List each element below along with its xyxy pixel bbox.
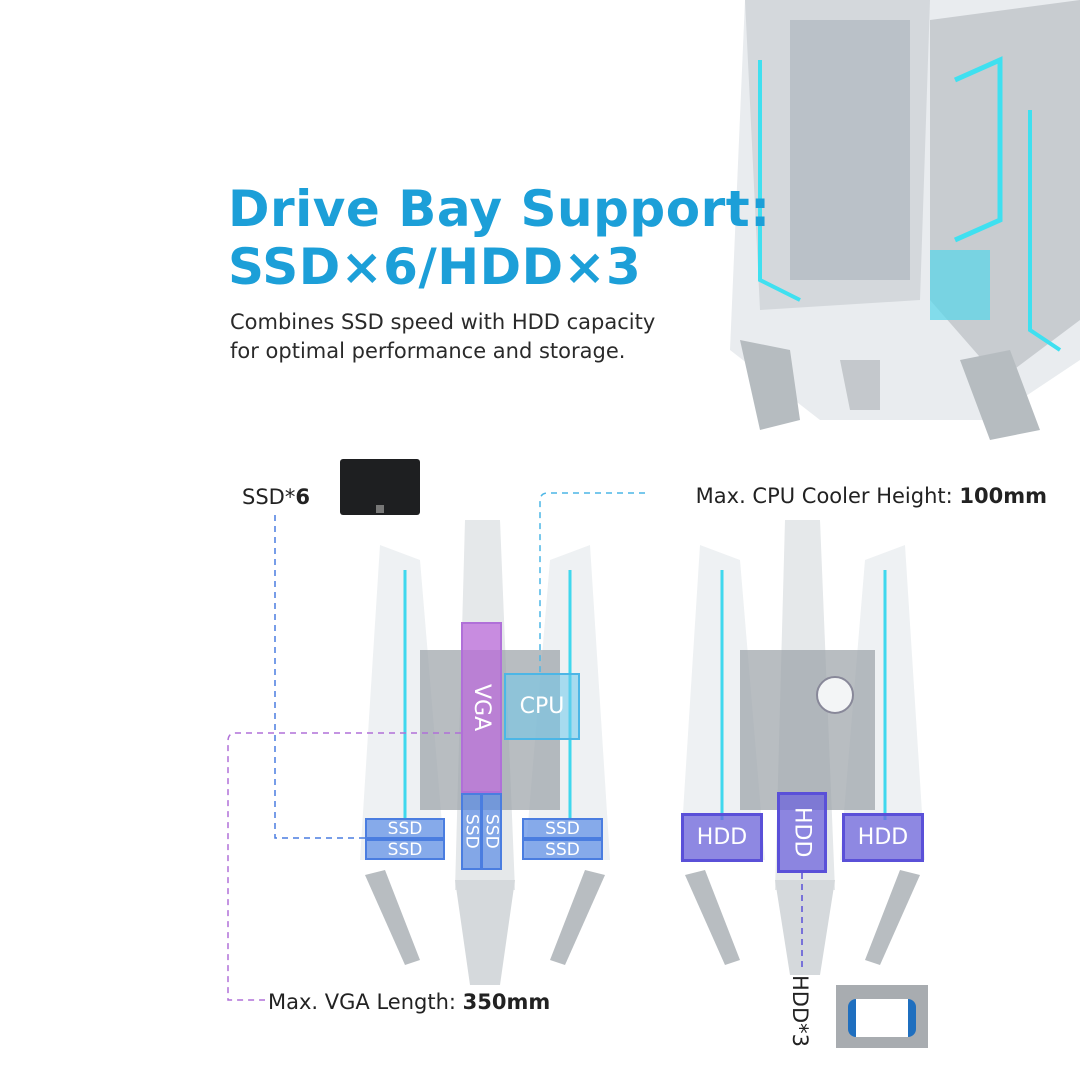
ssd-callout: SSD*6: [242, 485, 310, 509]
description: Combines SSD speed with HDD capacity for…: [230, 308, 655, 366]
ssd-thumbnail: [340, 459, 420, 515]
cpu-callout-value: 100mm: [959, 484, 1047, 508]
ssd-overlay: SSD: [481, 793, 502, 870]
ssd-overlay: SSD: [365, 839, 445, 860]
ssd-leader-line: [274, 515, 365, 839]
vga-overlay: VGA: [461, 622, 502, 793]
top-case-render: [730, 0, 1080, 440]
cpu-callout: Max. CPU Cooler Height: 100mm: [696, 484, 1047, 508]
page-title: Drive Bay Support: SSD×6/HDD×3: [228, 180, 771, 296]
ssd-overlay: SSD: [461, 793, 482, 870]
hdd-overlay: HDD: [777, 792, 827, 873]
vga-leader-line: [227, 732, 461, 1001]
hdd-thumbnail: [836, 985, 928, 1048]
ssd-overlay: SSD: [365, 818, 445, 839]
vga-callout: Max. VGA Length: 350mm: [268, 990, 550, 1014]
title-line-1: Drive Bay Support:: [228, 180, 771, 238]
description-line-1: Combines SSD speed with HDD capacity: [230, 310, 656, 334]
title-line-2: SSD×6/HDD×3: [228, 238, 642, 296]
ssd-overlay: SSD: [522, 818, 603, 839]
cpu-leader-line: [539, 492, 645, 673]
vga-callout-label: Max. VGA Length:: [268, 990, 463, 1014]
hdd-overlay: HDD: [842, 813, 924, 862]
cpu-overlay: CPU: [504, 673, 580, 740]
ssd-callout-label: SSD*: [242, 485, 296, 509]
ssd-callout-value: 6: [295, 485, 310, 509]
hdd-overlay: HDD: [681, 813, 763, 862]
hdd-callout: HDD*3: [788, 975, 812, 1047]
ssd-overlay: SSD: [522, 839, 603, 860]
cpu-callout-label: Max. CPU Cooler Height:: [695, 484, 960, 508]
description-line-2: for optimal performance and storage.: [230, 339, 626, 363]
vga-callout-value: 350mm: [462, 990, 551, 1014]
